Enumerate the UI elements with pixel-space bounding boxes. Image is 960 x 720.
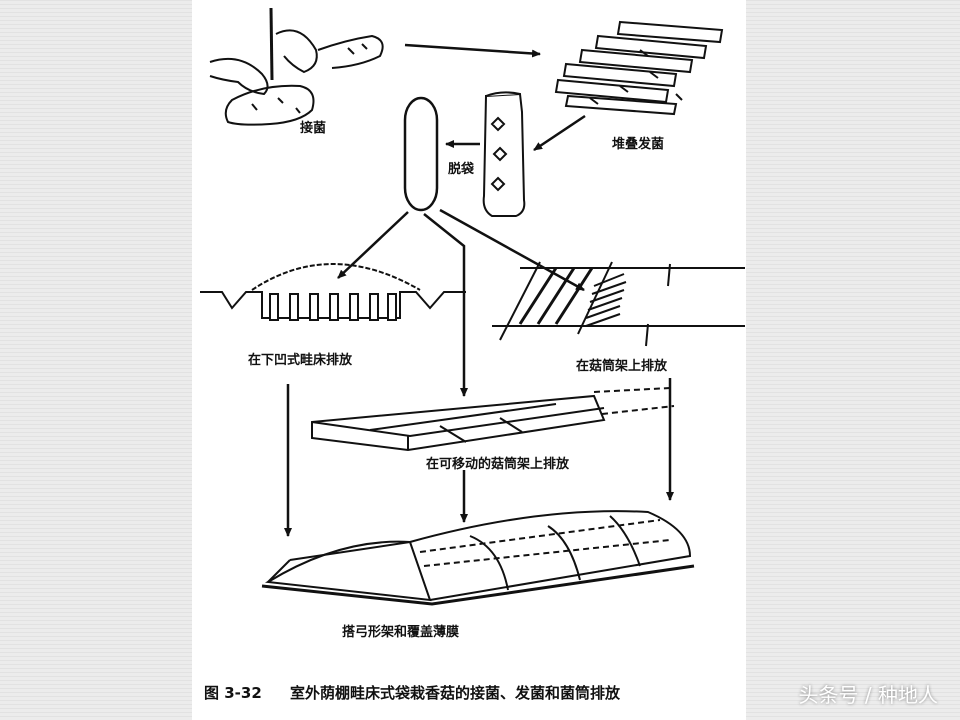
arrow-to-rack	[439, 208, 585, 292]
arrow-to-movable-rack	[423, 213, 468, 397]
watermark: 头条号 / 种地人	[798, 683, 938, 707]
movable-rack-illustration	[311, 387, 675, 452]
label-sunken-bed: 在下凹式畦床排放	[248, 352, 353, 368]
arrow-to-holes	[533, 114, 586, 152]
bag-with-holes-illustration	[482, 91, 526, 217]
log-rack-illustration	[492, 261, 745, 347]
flow-arrows	[284, 43, 674, 537]
arrow-to-stack	[404, 43, 541, 58]
debagged-log-illustration	[403, 96, 439, 212]
label-arch-film: 搭弓形架和覆盖薄膜	[342, 624, 459, 640]
sunken-bed-illustration	[200, 263, 466, 321]
arch-greenhouse-illustration	[261, 510, 695, 606]
caption-text: 室外荫棚畦床式袋栽香菇的接菌、发菌和菌筒排放	[290, 684, 621, 702]
stacked-bags-illustration	[554, 20, 724, 116]
label-debag: 脱袋	[448, 161, 475, 177]
arrow-to-sunken-bed	[337, 211, 409, 279]
label-stack: 堆叠发菌	[612, 136, 664, 152]
label-rack: 在菇筒架上排放	[576, 358, 668, 374]
caption-figure-number: 图 3-32	[204, 684, 262, 702]
inoculation-illustration	[209, 7, 384, 126]
label-inoculate: 接菌	[300, 120, 326, 136]
label-movable-rack: 在可移动的菇筒架上排放	[426, 456, 570, 472]
